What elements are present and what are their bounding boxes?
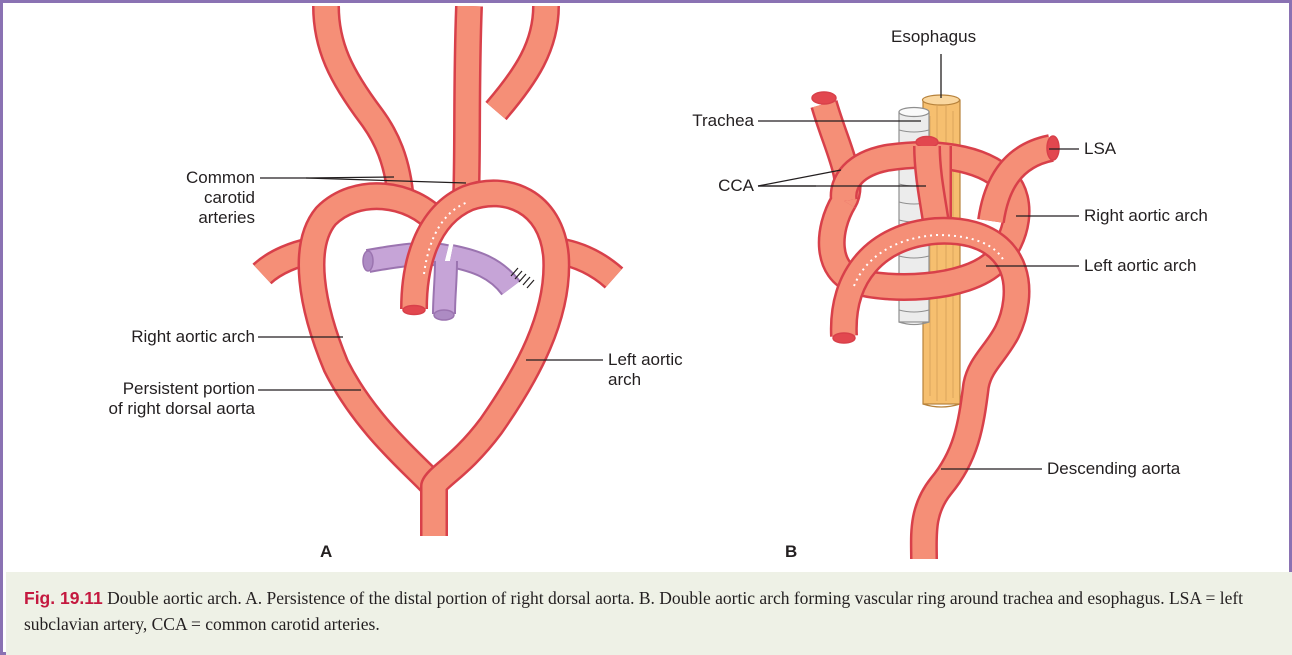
figure-area: .vo { fill: none; stroke: #d8404a; strok… [6,6,1292,572]
label-common-carotid: Common carotid arteries [146,168,255,228]
label-trachea: Trachea [646,111,754,131]
label-persistent-portion: Persistent portion of right dorsal aorta [46,379,255,419]
label-esophagus: Esophagus [891,27,976,47]
label-descending-aorta: Descending aorta [1047,459,1180,479]
label-right-aortic-arch-a: Right aortic arch [66,327,255,347]
figure-caption: Fig. 19.11 Double aortic arch. A. Persis… [6,572,1292,655]
figure-number: Fig. 19.11 [24,588,103,608]
label-left-aortic-arch-b: Left aortic arch [1084,256,1196,276]
label-cca: CCA [646,176,754,196]
diagram-svg: .vo { fill: none; stroke: #d8404a; strok… [6,6,1292,572]
panel-b-letter: B [785,542,797,562]
caption-text: Double aortic arch. A. Persistence of th… [24,588,1243,634]
panel-b-diagram [758,54,1079,559]
label-right-aortic-arch-b: Right aortic arch [1084,206,1208,226]
left-aortic-arch-a [403,193,556,536]
common-carotid-arteries-a [326,6,546,201]
leader-cca-1 [758,170,841,186]
label-left-aortic-arch-a: Left aortic arch [608,350,683,390]
label-lsa: LSA [1084,139,1116,159]
panel-a-diagram [258,6,614,536]
pulmonary-trunk-a [363,251,534,320]
panel-a-letter: A [320,542,332,562]
